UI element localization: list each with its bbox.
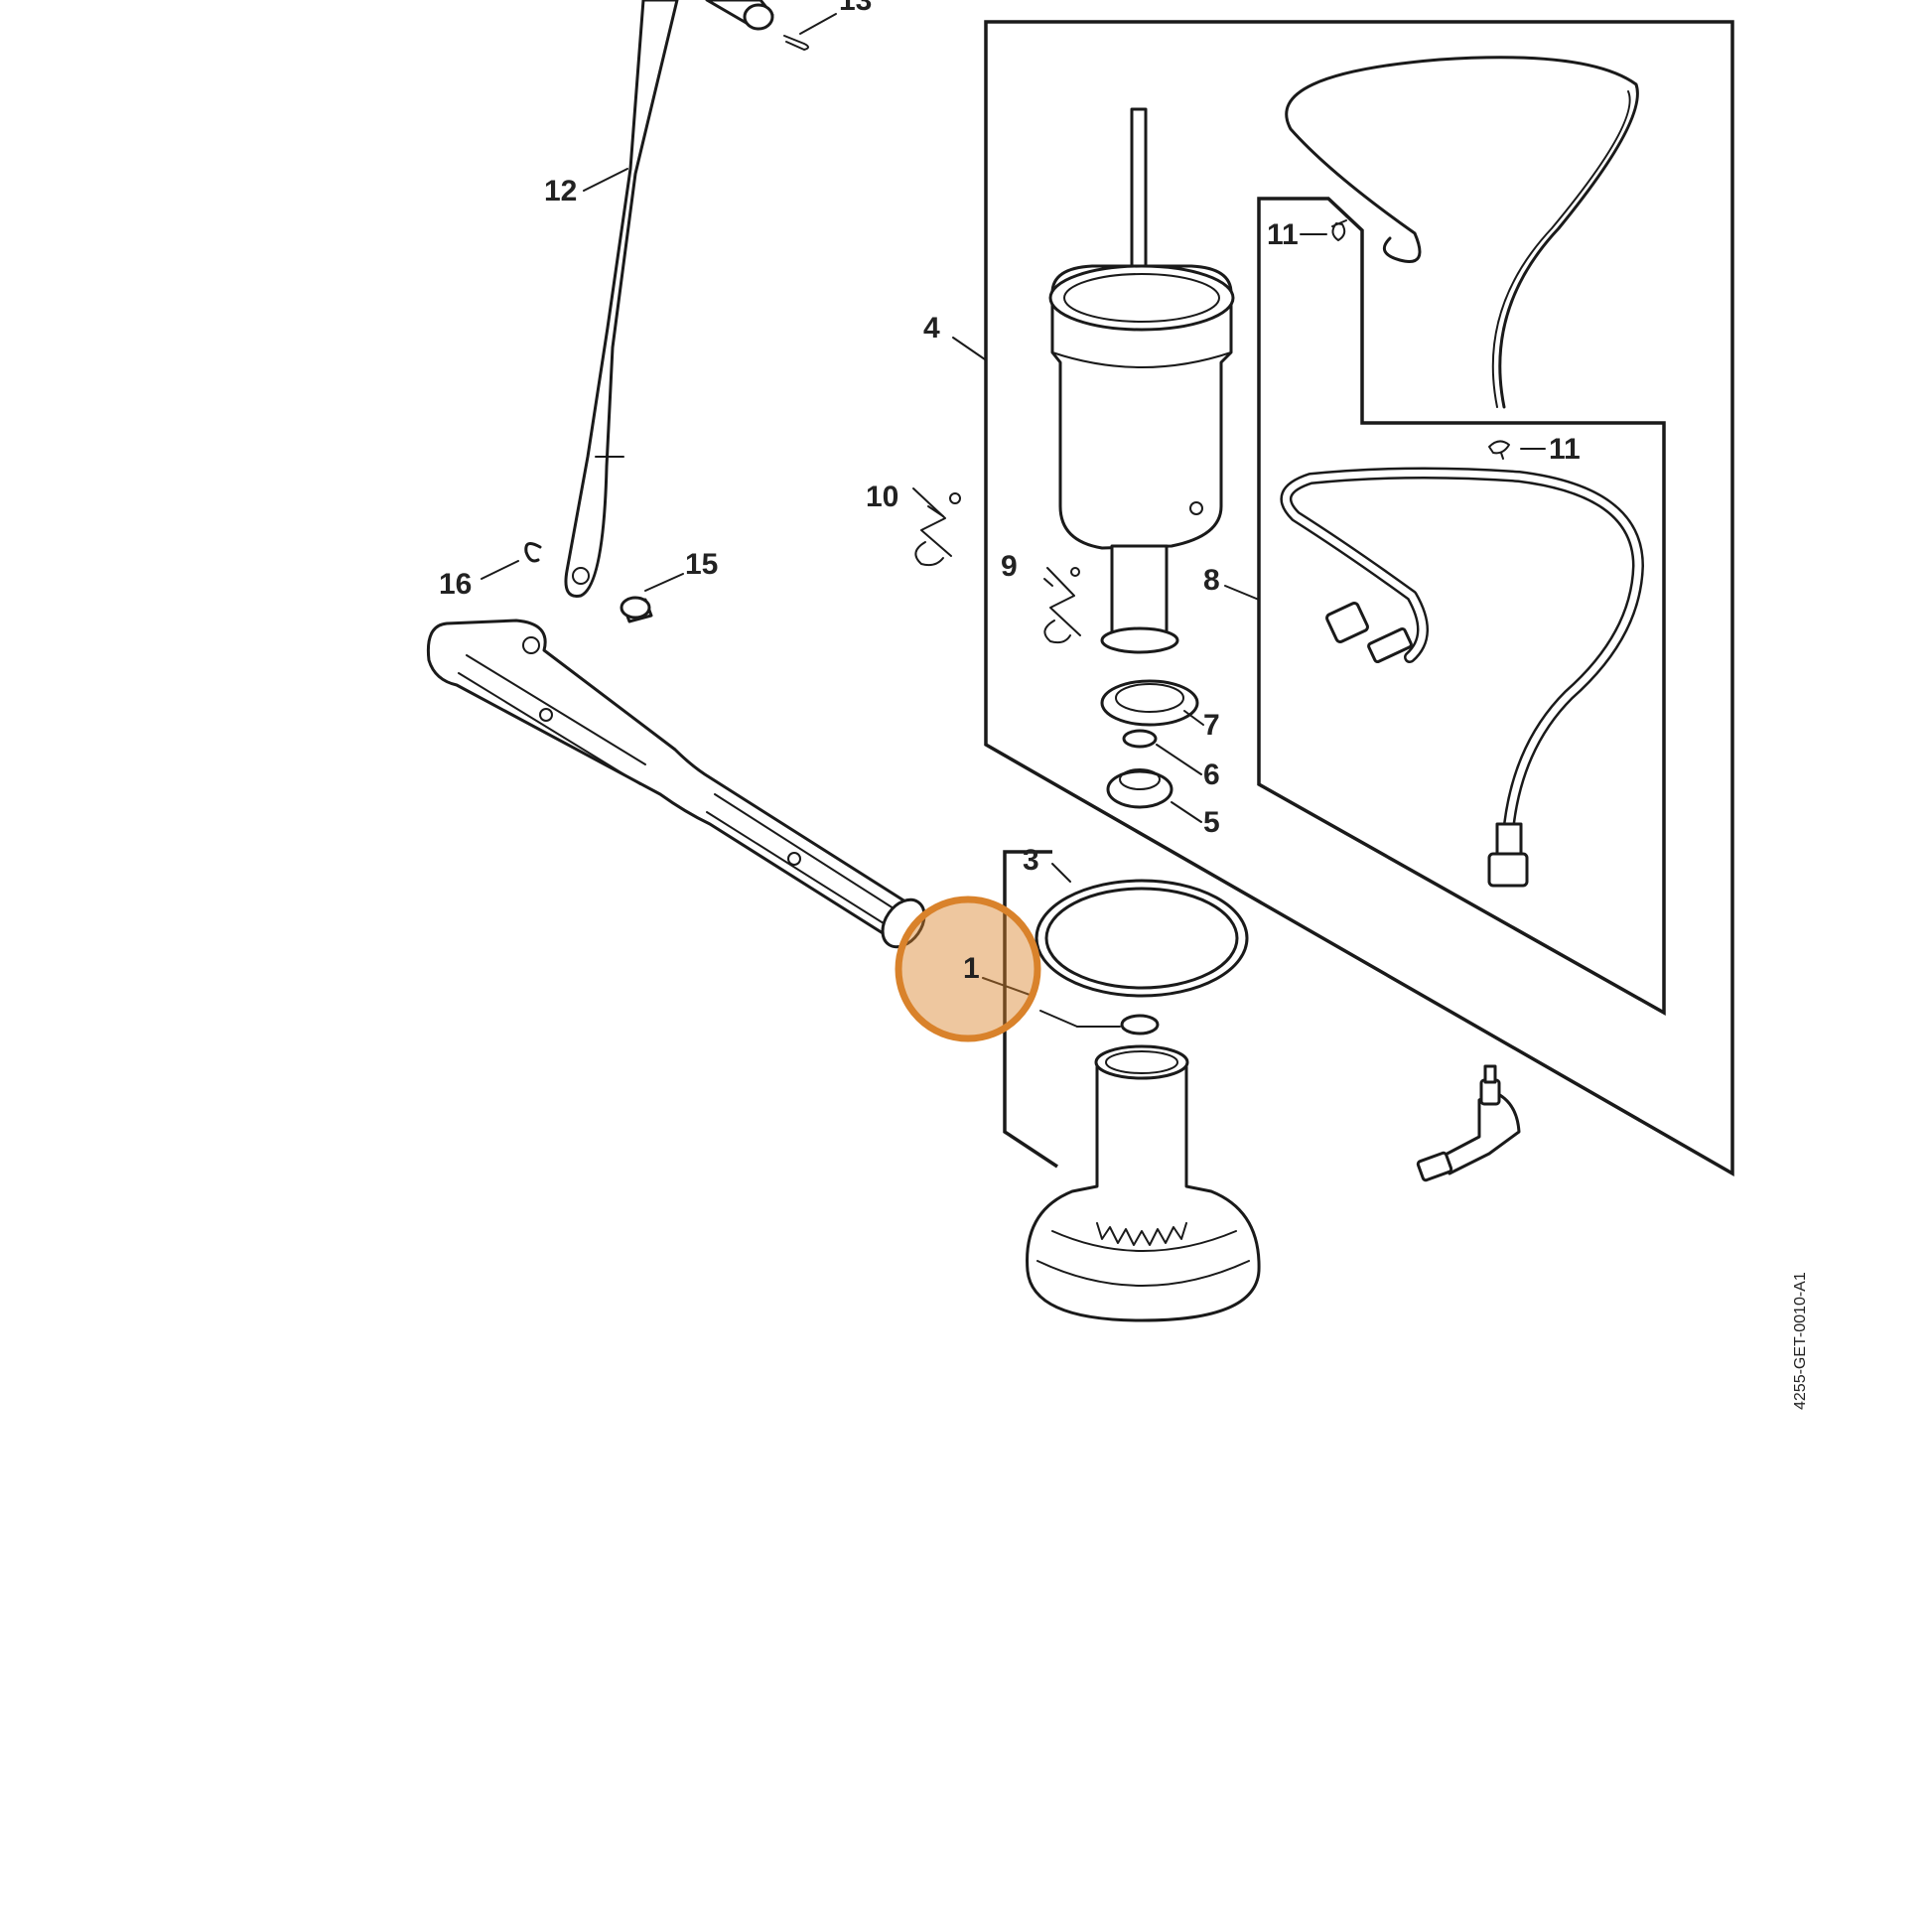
spring-10 (912, 487, 961, 567)
callout-part-7[interactable]: 7 (1203, 709, 1220, 742)
o-ring-3 (1035, 879, 1249, 998)
clip-16 (524, 541, 542, 563)
callout-part-1[interactable]: 1 (963, 952, 980, 985)
callout-part-4[interactable]: 4 (923, 312, 940, 345)
valve-disc (1120, 1014, 1160, 1035)
disc-6 (1122, 729, 1158, 749)
sleeve-7 (1100, 679, 1199, 727)
assembly-box-8 (1257, 197, 1666, 1016)
supply-hose (1285, 56, 1639, 409)
callout-part-8[interactable]: 8 (1203, 564, 1220, 597)
spring-9 (1043, 567, 1081, 644)
hose-clip-11a (1331, 219, 1347, 241)
callout-part-11b[interactable]: 11 (1549, 433, 1581, 466)
hose-8 (1280, 467, 1644, 888)
callout-part-5[interactable]: 5 (1203, 806, 1220, 839)
bushing-15 (620, 596, 653, 623)
handle-lever (564, 0, 679, 598)
hose-clip-11b (1488, 440, 1510, 460)
callout-part-13[interactable]: 13 (839, 0, 872, 17)
pump-cylinder-4 (1048, 107, 1235, 654)
valve-5 (1106, 768, 1173, 809)
pin-13 (705, 0, 809, 51)
callout-part-16[interactable]: 16 (439, 568, 472, 601)
callout-part-3[interactable]: 3 (1023, 844, 1039, 877)
assembly-box-4 (984, 20, 1734, 1177)
pump-base (1026, 1044, 1261, 1322)
callout-part-10[interactable]: 10 (866, 481, 898, 513)
callout-part-12[interactable]: 12 (544, 175, 577, 207)
highlight-marker[interactable] (895, 896, 1041, 1042)
leader-lines (481, 13, 1546, 1028)
pump-shaft (426, 619, 926, 949)
callout-part-11a[interactable]: 11 (1267, 218, 1299, 251)
nozzle-elbow (1416, 1064, 1521, 1182)
supply-hose-inner (1491, 90, 1631, 408)
callout-part-15[interactable]: 15 (685, 548, 718, 581)
assembly-bracket-3 (1003, 850, 1058, 1169)
callout-part-6[interactable]: 6 (1203, 759, 1220, 791)
callout-part-9[interactable]: 9 (1001, 550, 1018, 583)
drawing-code: 4255-GET-0010-A1 (1792, 1272, 1809, 1410)
